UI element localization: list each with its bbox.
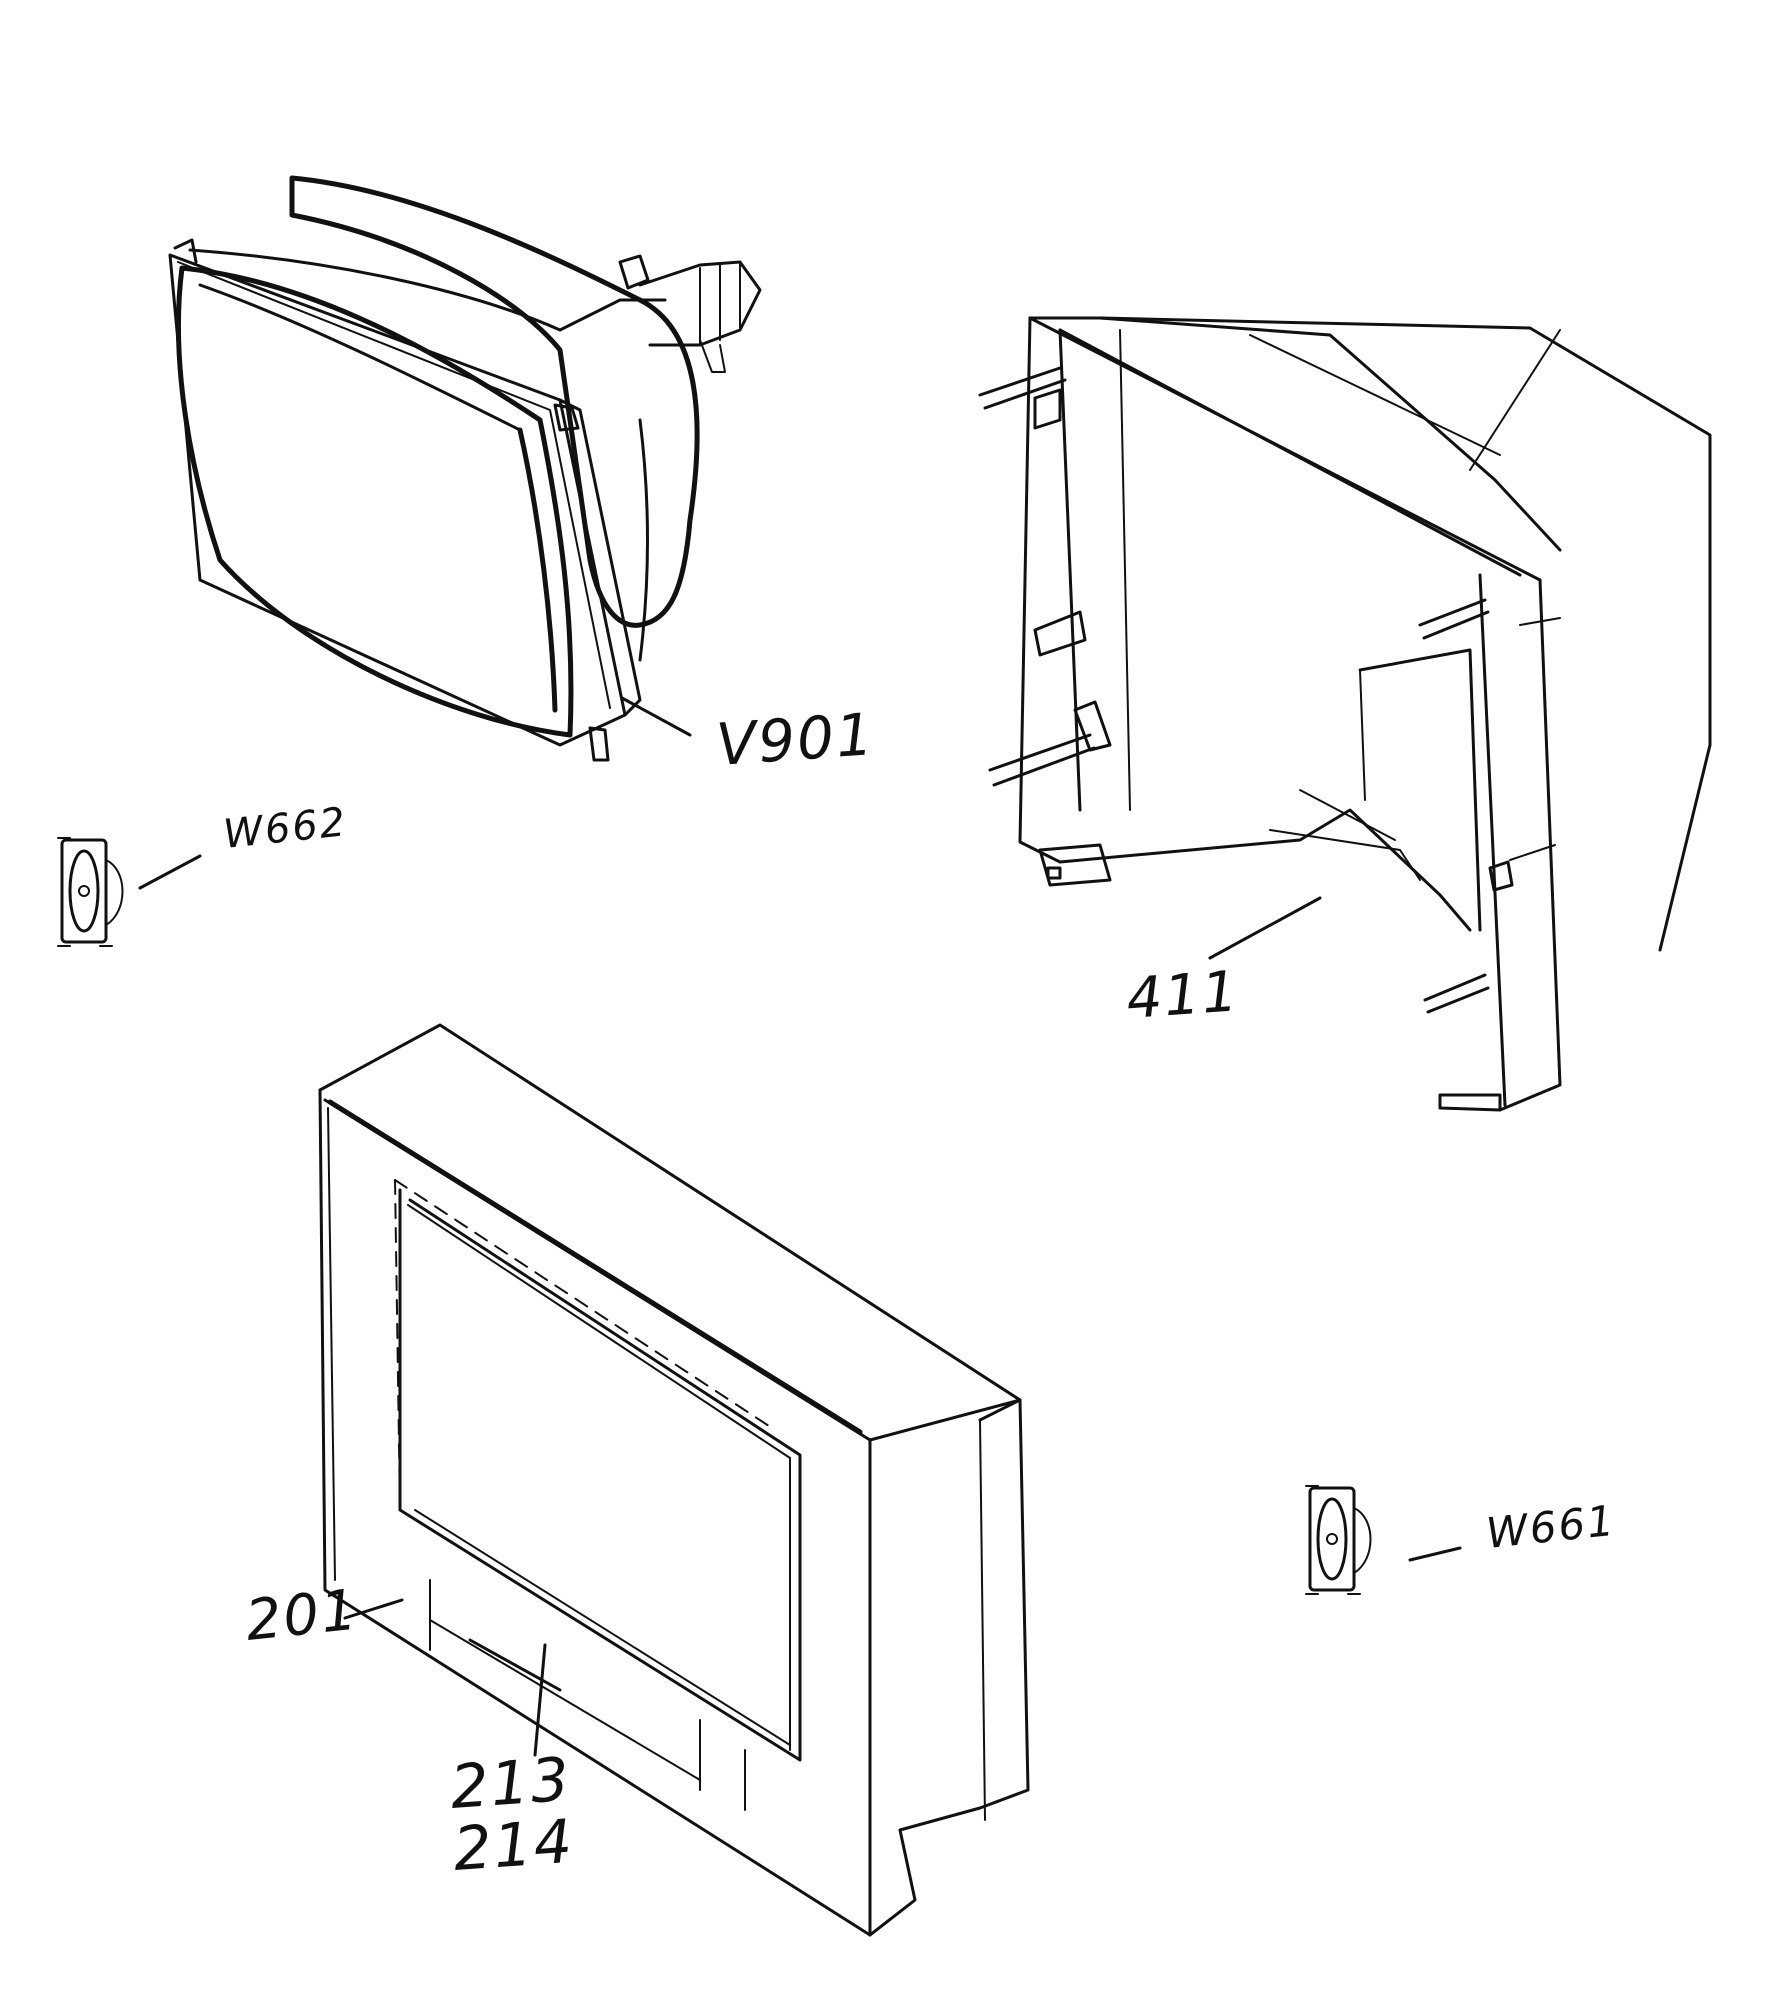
callout-labels: V901 W662 411 W661 201 213 214	[221, 700, 1618, 1885]
chassis-frame	[978, 316, 1712, 1112]
leader-v901	[620, 696, 692, 737]
tv-cabinet	[318, 1023, 1030, 1937]
label-201: 201	[243, 1577, 362, 1653]
crt-picture-tube	[168, 175, 762, 762]
label-w662: W662	[221, 799, 349, 858]
label-214: 214	[451, 1807, 576, 1885]
label-v901: V901	[714, 700, 877, 779]
speaker-right	[1305, 1485, 1372, 1595]
leader-411	[1208, 896, 1322, 960]
leader-213	[533, 1643, 547, 1757]
label-213: 213	[448, 1745, 573, 1823]
leader-w661	[1408, 1546, 1462, 1562]
speaker-left	[57, 837, 124, 947]
label-w661: W661	[1484, 1496, 1618, 1558]
leader-w662	[138, 854, 202, 890]
leader-201	[343, 1598, 404, 1620]
leader-lines	[138, 696, 1462, 1757]
label-411: 411	[1124, 959, 1241, 1032]
